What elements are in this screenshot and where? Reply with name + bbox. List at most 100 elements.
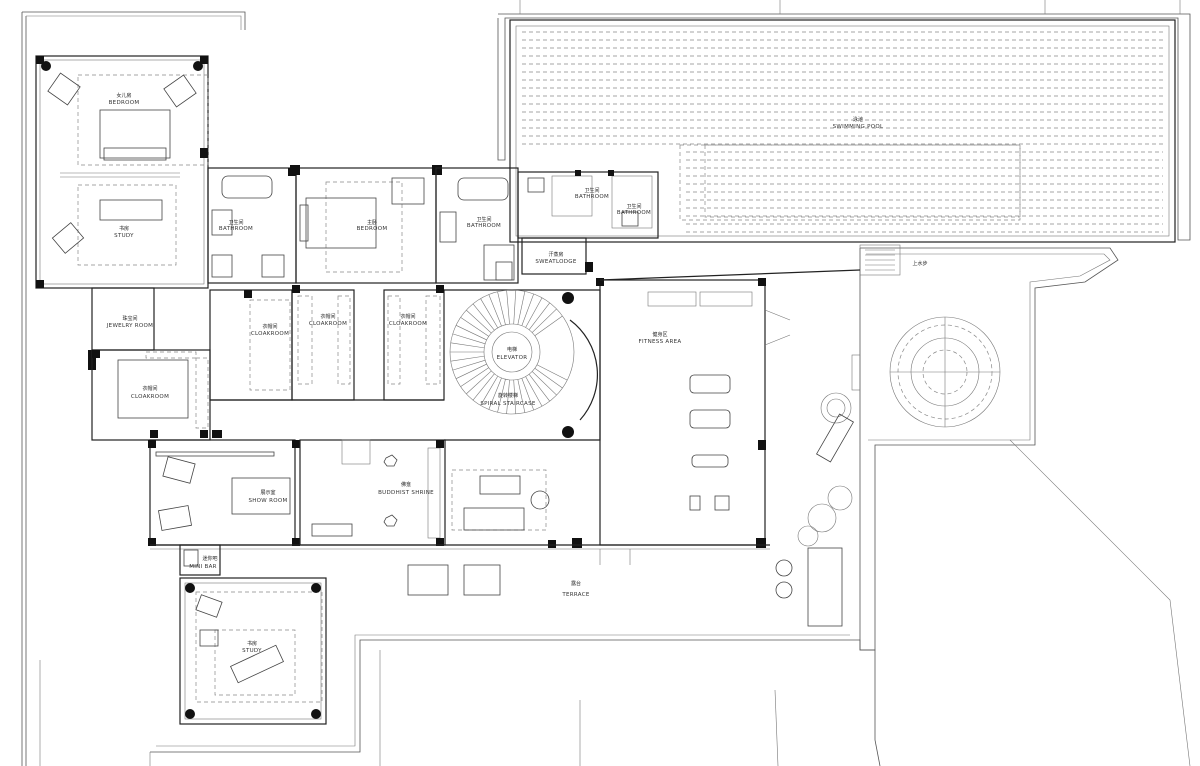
- bathroom-small-1-cn: 卫生间: [584, 187, 599, 194]
- corridor-lines: [150, 269, 861, 550]
- fitness-area-en: FITNESS AREA: [639, 339, 682, 345]
- stair-tread: [525, 376, 543, 407]
- mini-bar-cn: 迷你吧: [202, 555, 217, 562]
- study-bottom-cn: 书房: [247, 640, 257, 647]
- stair-tread: [450, 355, 485, 362]
- cloakroom-mid: [291, 285, 355, 401]
- stair-tread: [472, 303, 495, 331]
- spiral-staircase-cn: 旋转楼梯: [498, 392, 518, 399]
- show-room-en: SHOW ROOM: [248, 498, 287, 504]
- stair-tread: [452, 359, 486, 371]
- stair-tread: [513, 290, 517, 325]
- pool-stairs: [859, 244, 901, 276]
- pool-label-cn: 泳池: [853, 116, 863, 123]
- bedroom-left-en: BEDROOM: [109, 100, 140, 106]
- elevator-en: ELEVATOR: [497, 355, 528, 361]
- pool-lanes: [522, 31, 1163, 233]
- cloakroom-mid-left: [209, 289, 293, 401]
- bedroom-left-cn: 女儿房: [116, 92, 131, 99]
- stair-tread: [536, 364, 568, 381]
- spiral-staircase-en: SPIRAL STAIRCASE: [480, 401, 536, 407]
- bathroom-small-1-en: BATHROOM: [575, 194, 609, 200]
- bedroom-master-cn: 主卧: [367, 219, 377, 226]
- show-room-cn: 展示室: [260, 489, 275, 496]
- stair-treads: [450, 290, 568, 414]
- cloakroom-2-en: CLOAKROOM: [251, 331, 289, 337]
- cloakroom-3-cn: 衣帽间: [320, 313, 335, 320]
- cloakroom-4-en: CLOAKROOM: [389, 321, 427, 327]
- sweatlodge-en: SWEATLODGE: [535, 259, 576, 265]
- pool-label: SWIMMING POOL: [833, 124, 884, 130]
- small-bathrooms: [517, 170, 659, 275]
- buddhist-shrine-en: BUDDHIST SHRINE: [378, 490, 434, 496]
- stair-tread: [531, 308, 557, 333]
- site-outline: [21, 0, 1191, 766]
- cloakroom-2-cn: 衣帽间: [262, 323, 277, 330]
- bedroom-study-wing: [35, 55, 209, 289]
- elevator-cn: 电梯: [507, 346, 517, 353]
- stair-tread: [531, 371, 557, 396]
- cloakroom-1-en: CLOAKROOM: [131, 394, 169, 400]
- buddhist-shrine-cn: 佛龛: [401, 481, 411, 488]
- stair-tread: [488, 294, 502, 327]
- stair-tread: [460, 367, 489, 387]
- landscape-trees: [797, 392, 854, 547]
- stair-tread: [455, 325, 487, 341]
- stair-tread: [455, 363, 487, 379]
- lounge-area: [451, 469, 582, 548]
- stair-tread: [521, 378, 534, 411]
- fitness-area-cn: 健身区: [652, 331, 667, 338]
- bathroom-small-2-en: BATHROOM: [617, 210, 651, 216]
- stair-tread: [497, 291, 506, 325]
- stair-tread: [525, 297, 543, 328]
- bathroom-mid-cn: 卫生间: [476, 216, 491, 223]
- stair-tread: [450, 342, 485, 349]
- bathroom-left-cn: 卫生间: [228, 219, 243, 226]
- up-stairs-label: 上水步: [912, 260, 927, 267]
- show-room: [148, 430, 300, 546]
- master-bedroom: [290, 165, 442, 284]
- sweatlodge-cn: 汗蒸房: [548, 251, 563, 258]
- stair-tread: [521, 293, 534, 326]
- stair-tread: [528, 374, 550, 402]
- stair-tread: [480, 298, 499, 329]
- stair-tread: [517, 291, 526, 325]
- study-bottom-wing: [179, 577, 327, 725]
- study-top-cn: 书房: [119, 225, 129, 232]
- study-bottom-en: STUDY: [242, 648, 262, 654]
- stair-tread: [517, 379, 526, 413]
- stair-tread: [513, 379, 517, 414]
- stair-tread: [506, 290, 510, 325]
- circular-pavilion: [889, 316, 1001, 428]
- stair-tread: [528, 302, 550, 330]
- stair-tread: [534, 315, 563, 336]
- bathroom-small-2-cn: 卫生间: [626, 203, 641, 210]
- stair-tread: [452, 333, 486, 345]
- jewelry-room-cn: 珠宝间: [122, 315, 137, 322]
- study-top-en: STUDY: [114, 233, 134, 239]
- stair-tread: [466, 309, 492, 334]
- stair-tread: [497, 379, 506, 413]
- spiral-staircase: [444, 289, 601, 441]
- cloakroom-4-cn: 衣帽间: [400, 313, 415, 320]
- fitness-area: [596, 278, 861, 548]
- swimming-pool: [509, 19, 1176, 243]
- stair-tread: [472, 373, 495, 401]
- terrace-cn: 露台: [571, 580, 581, 587]
- bathroom-mid-en: BATHROOM: [467, 223, 501, 229]
- stair-tread: [480, 375, 499, 406]
- stair-tread: [506, 379, 510, 414]
- stair-tread: [488, 377, 502, 410]
- terrace: [407, 547, 843, 627]
- cloakroom-1-cn: 衣帽间: [142, 385, 157, 392]
- cloakroom-right: [383, 285, 445, 401]
- cloakroom-3-en: CLOAKROOM: [309, 321, 347, 327]
- jewelry-room-en: JEWELRY ROOM: [106, 323, 153, 329]
- mini-bar-en: MINI BAR: [189, 564, 217, 570]
- stair-tread: [534, 368, 563, 389]
- terrace-en: TERRACE: [561, 592, 590, 598]
- mini-bar: [179, 544, 221, 576]
- stair-tread: [460, 317, 489, 337]
- stair-tread: [466, 370, 492, 395]
